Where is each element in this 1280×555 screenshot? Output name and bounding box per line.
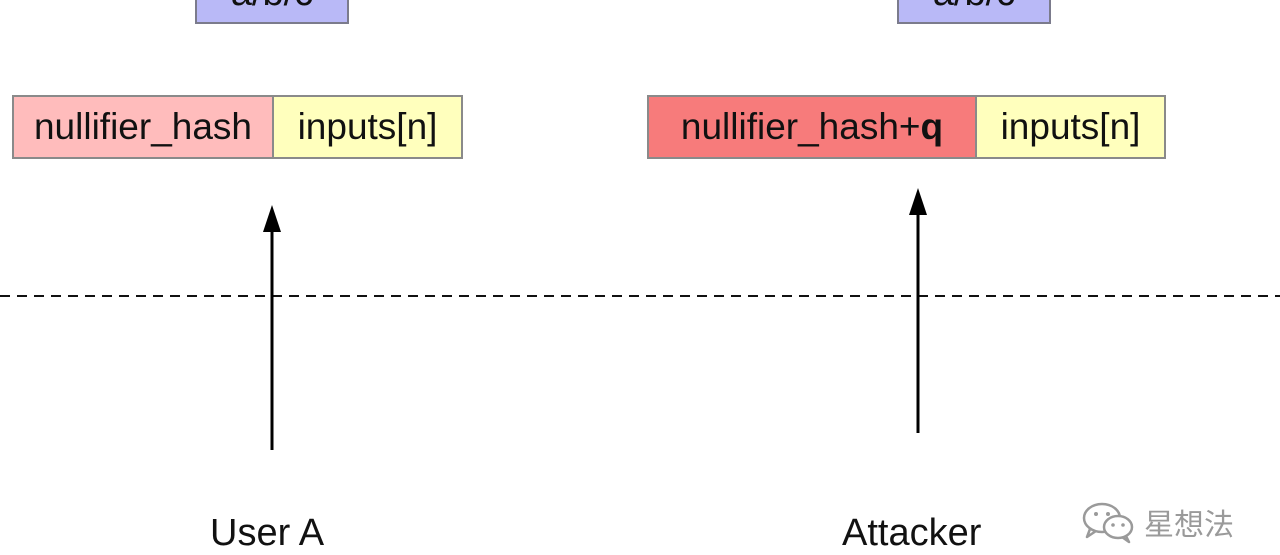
user-a-nullifier-cell: nullifier_hash — [12, 95, 274, 159]
right-top-box-label: a/b/c — [899, 0, 1049, 12]
left-top-box-label: a/b/c — [197, 0, 347, 12]
user-a-proof-row: nullifier_hash inputs[n] — [12, 95, 463, 159]
wechat-icon — [1082, 502, 1134, 544]
user-a-inputs-cell: inputs[n] — [274, 95, 463, 159]
user-a-nullifier-label: nullifier_hash — [33, 106, 253, 147]
attacker-inputs-cell: inputs[n] — [977, 95, 1166, 159]
attacker-label: Attacker — [842, 512, 982, 554]
attacker-arrowhead — [909, 188, 927, 215]
attacker-nullifier-label: nullifier_hash+ — [680, 106, 921, 147]
user-a-arrowhead — [263, 205, 281, 232]
user-a-inputs-label: inputs[n] — [297, 106, 438, 147]
attacker-nullifier-q: q — [920, 106, 944, 147]
watermark: 星想法 — [1080, 500, 1234, 544]
attacker-proof-row: nullifier_hash+q inputs[n] — [647, 95, 1166, 159]
user-a-label: User A — [210, 512, 325, 554]
watermark-text: 星想法 — [1144, 509, 1234, 542]
right-top-box: a/b/c — [897, 0, 1051, 24]
attacker-inputs-label: inputs[n] — [1000, 106, 1141, 147]
left-top-box: a/b/c — [195, 0, 349, 24]
attacker-nullifier-cell: nullifier_hash+q — [647, 95, 977, 159]
